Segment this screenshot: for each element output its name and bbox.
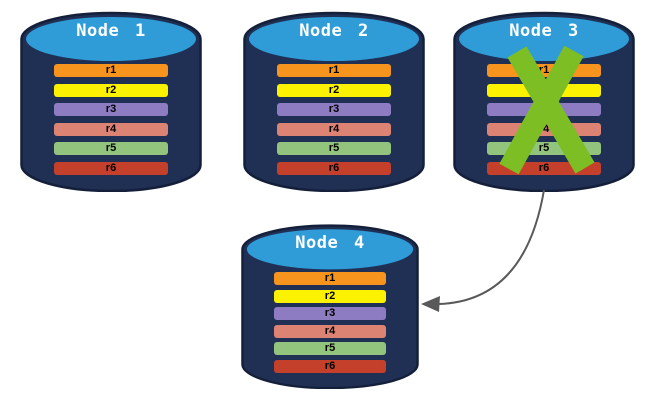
replica-row-r2: r2 — [273, 289, 387, 303]
replica-row-r2: r2 — [276, 83, 392, 97]
replica-list: r1 r2 r3 r4 r5 r6 — [273, 272, 387, 374]
replica-row-r6: r6 — [276, 161, 392, 175]
replica-row-r6: r6 — [53, 161, 169, 175]
node-title: Node 2 — [299, 20, 369, 41]
replica-row-r4: r4 — [273, 324, 387, 338]
replica-row-r4: r4 — [53, 122, 169, 136]
replica-row-r1: r1 — [53, 64, 169, 78]
replica-row-r1: r1 — [273, 272, 387, 286]
node-title: Node 1 — [76, 20, 146, 41]
replica-list: r1 r2 r3 r4 r5 r6 — [53, 64, 169, 175]
replica-row-r5: r5 — [53, 142, 169, 156]
node-4: Node 4 r1 r2 r3 r4 r5 r6 — [241, 221, 419, 389]
node-title: Node 3 — [509, 20, 579, 41]
failure-x-icon — [499, 45, 595, 175]
replica-row-r1: r1 — [276, 64, 392, 78]
replica-row-r2: r2 — [53, 83, 169, 97]
replica-row-r6: r6 — [273, 360, 387, 374]
replica-row-r3: r3 — [273, 307, 387, 321]
replica-list: r1 r2 r3 r4 r5 r6 — [276, 64, 392, 175]
arrowhead-icon — [421, 296, 440, 312]
replica-row-r5: r5 — [276, 142, 392, 156]
replica-row-r4: r4 — [276, 122, 392, 136]
replica-row-r3: r3 — [276, 103, 392, 117]
replica-row-r5: r5 — [273, 342, 387, 356]
node-2: Node 2 r1 r2 r3 r4 r5 r6 — [243, 8, 425, 192]
node-1: Node 1 r1 r2 r3 r4 r5 r6 — [20, 8, 202, 192]
node-3: Node 3 r1 r2 r3 r4 r5 r6 — [453, 8, 635, 192]
replica-row-r3: r3 — [53, 103, 169, 117]
node-title: Node 4 — [295, 232, 365, 253]
